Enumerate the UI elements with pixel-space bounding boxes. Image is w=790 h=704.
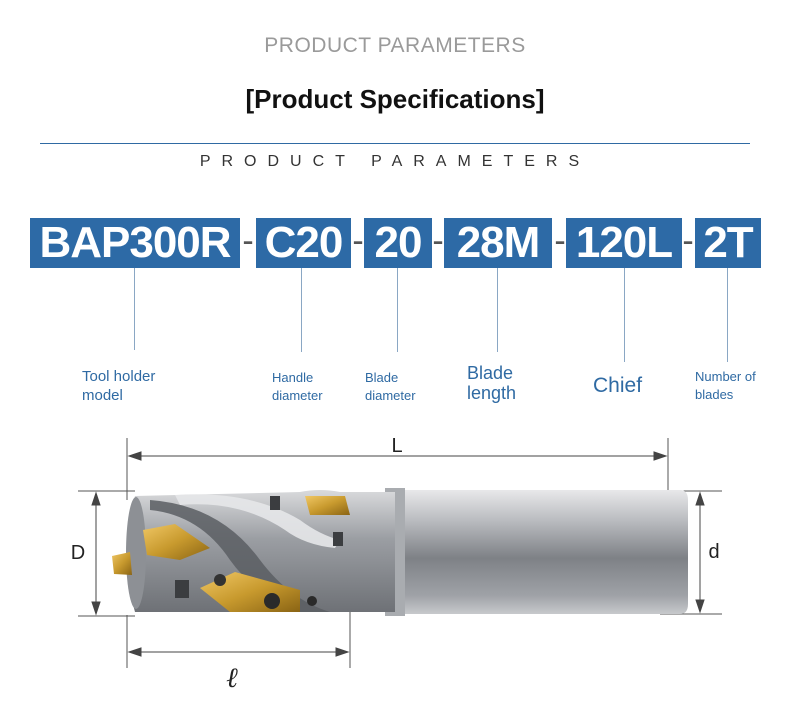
desc-blade-diameter: Blade diameter xyxy=(365,370,416,404)
dimension-label-L: L xyxy=(391,435,402,457)
dimension-label-blade-length: ℓ xyxy=(226,663,238,694)
spaced-heading: PRODUCT PARAMETERS xyxy=(199,153,591,170)
desc-handle-diameter: Handle diameter xyxy=(272,370,323,404)
desc-chief: Chief xyxy=(593,374,643,397)
top-heading: PRODUCT PARAMETERS xyxy=(264,34,526,57)
dimension-line-D xyxy=(91,491,101,616)
dimension-line-L xyxy=(127,451,668,461)
desc-number-of-blades: Number of blades xyxy=(695,369,756,403)
code-box-chief: 120L xyxy=(566,218,682,268)
connector-line xyxy=(497,268,498,352)
connector-line xyxy=(624,268,625,362)
code-box-number-of-blades: 2T xyxy=(695,218,761,268)
code-separator: - xyxy=(432,222,444,260)
connector-line xyxy=(301,268,302,352)
cutting-insert xyxy=(112,552,132,575)
dimension-label-D: D xyxy=(71,542,85,564)
cutting-insert xyxy=(143,524,210,560)
connector-line xyxy=(134,268,135,350)
tool-shank xyxy=(395,490,688,614)
desc-blade-length: Blade length xyxy=(467,363,517,403)
divider xyxy=(40,143,750,144)
dimension-line-blade-length xyxy=(127,647,350,657)
page-title: [Product Specifications] xyxy=(245,84,545,114)
code-separator: - xyxy=(682,222,694,260)
connector-line xyxy=(397,268,398,352)
code-separator: - xyxy=(554,222,566,260)
desc-tool-holder-model: Tool holder model xyxy=(82,368,156,404)
code-box-blade-length: 28M xyxy=(444,218,552,268)
connector-line xyxy=(727,268,728,362)
code-box-tool-holder-model: BAP300R xyxy=(30,218,240,268)
code-separator: - xyxy=(352,222,364,260)
cutting-insert xyxy=(305,496,350,515)
dimension-label-d: d xyxy=(708,541,719,563)
insert-screw xyxy=(264,593,280,609)
code-box-handle-diameter: C20 xyxy=(256,218,351,268)
insert-screw xyxy=(307,596,317,606)
code-box-blade-diameter: 20 xyxy=(364,218,432,268)
insert-screw xyxy=(214,574,226,586)
dimension-line-d xyxy=(695,491,705,614)
code-separator: - xyxy=(242,222,254,260)
